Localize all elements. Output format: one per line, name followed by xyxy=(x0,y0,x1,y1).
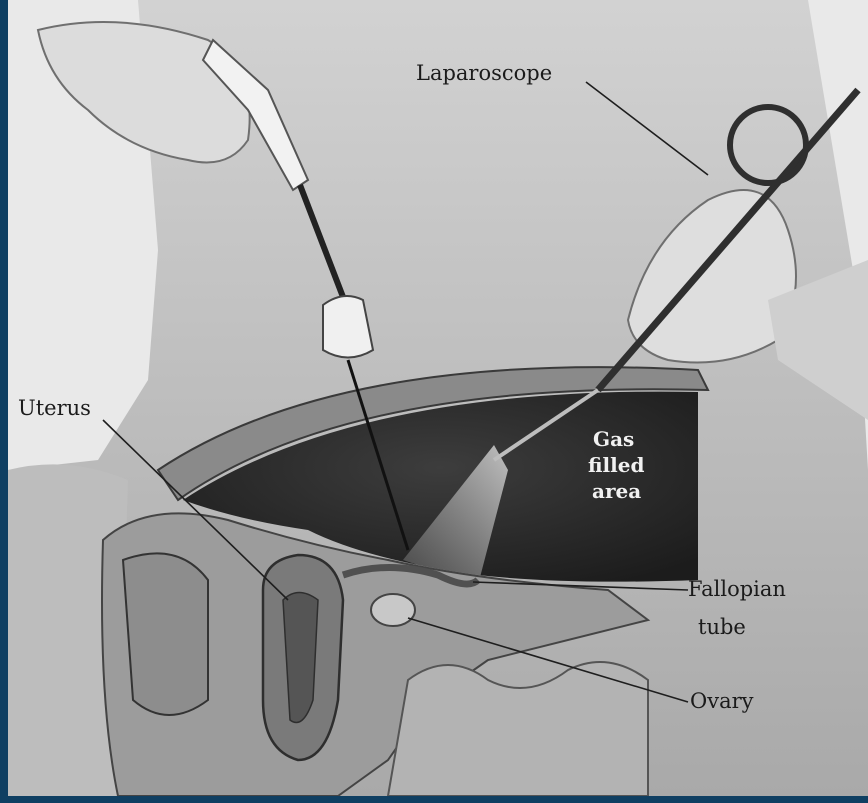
label-laparoscope: Laparoscope xyxy=(416,61,552,85)
label-fallopian-line1: Fallopian xyxy=(688,577,786,601)
label-ovary: Ovary xyxy=(690,689,754,713)
label-gas-line1: Gas xyxy=(593,427,634,451)
illustration-svg: Laparoscope Uterus Gas filled area Fallo… xyxy=(8,0,868,796)
label-uterus: Uterus xyxy=(18,396,91,420)
bladder-shape xyxy=(123,553,208,715)
label-fallopian-line2: tube xyxy=(698,615,746,639)
ovary-shape xyxy=(371,594,415,626)
label-gas-line3: area xyxy=(592,479,641,503)
laparoscopy-illustration: Laparoscope Uterus Gas filled area Fallo… xyxy=(8,0,868,796)
label-gas-line2: filled xyxy=(588,453,644,477)
